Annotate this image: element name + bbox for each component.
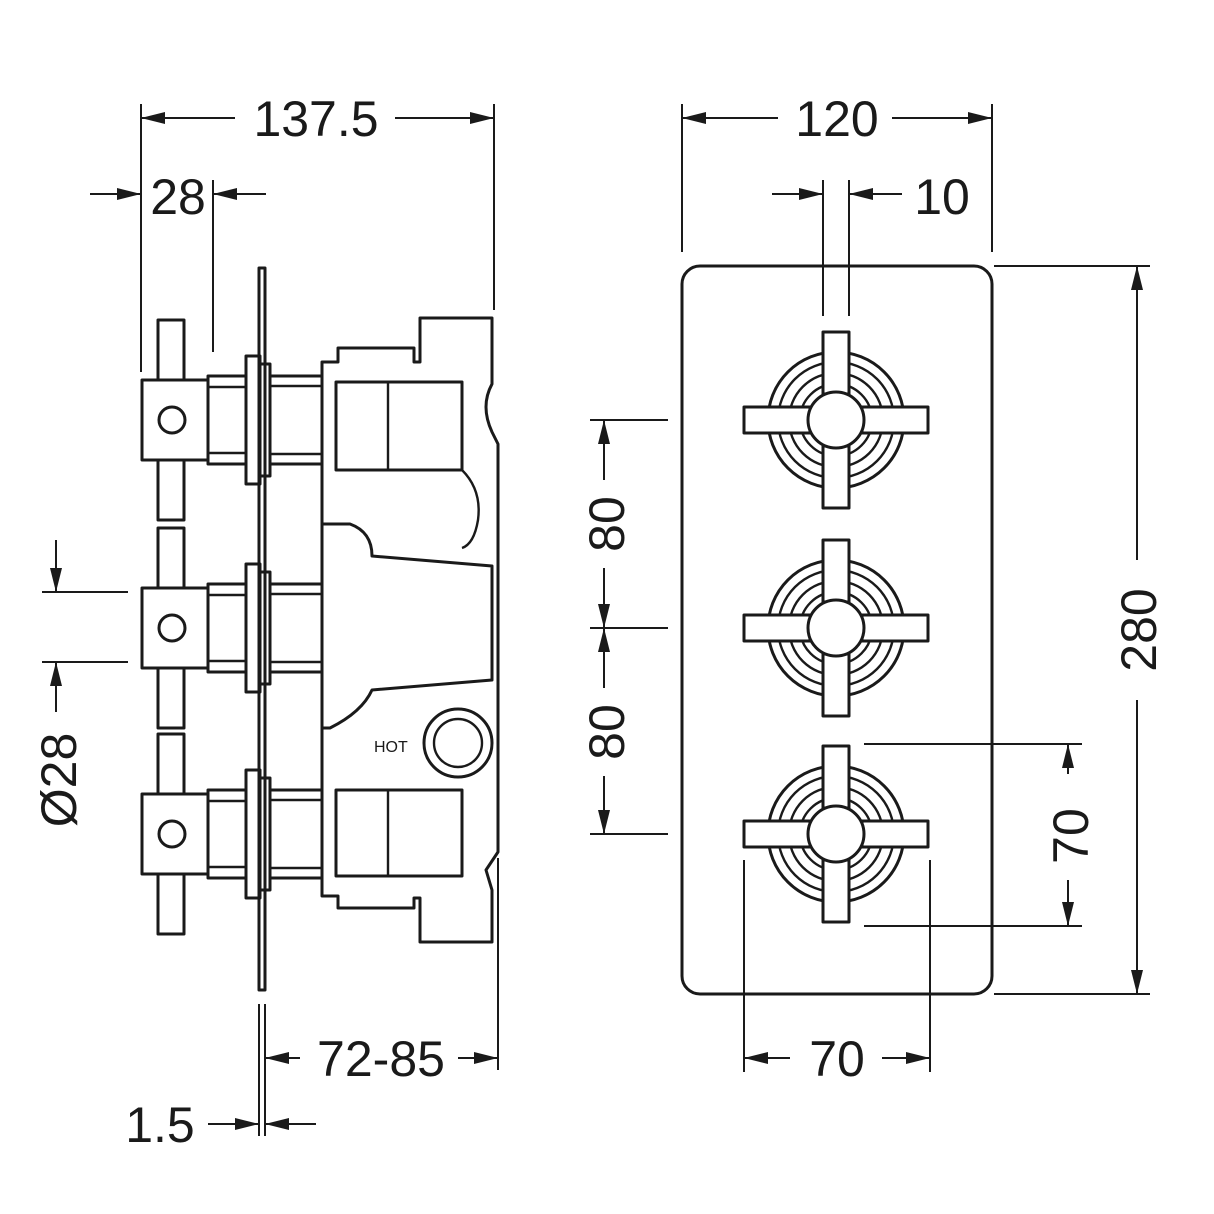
dim-label-handle-span-horizontal: 70 [809,1031,865,1087]
dim-label-handle-depth: 28 [150,169,206,225]
dim-label-lever-width: 10 [914,169,970,225]
cover-plate [257,266,267,992]
side-handle-middle [140,526,324,730]
dim-label-wall-depth: 72-85 [317,1031,445,1087]
front-handle-top [742,330,930,510]
dim-label-spacing-lower: 80 [579,704,635,760]
dim-plate-height: 280 [994,265,1167,995]
dim-label-handle-diameter: Ø28 [31,733,87,828]
front-plate [680,264,994,996]
front-handle-bottom [742,744,930,924]
upper-cartridge [334,380,464,472]
dim-label-plate-width: 120 [795,91,878,147]
dim-handle-diameter: Ø28 [31,540,128,827]
dim-plate-thickness: 1.5 [125,1004,316,1153]
side-handle-top [140,318,324,522]
dim-label-handle-span-vertical: 70 [1043,808,1099,864]
dim-label-overall-depth: 137.5 [253,91,378,147]
valve-body [320,316,500,944]
dim-handle-depth: 28 [90,169,266,352]
dim-label-plate-thickness: 1.5 [125,1097,195,1153]
hot-inlet [422,707,494,779]
dim-handle-span-vertical: 70 [864,743,1099,927]
dim-lever-width: 10 [772,169,970,316]
hot-label: HOT [374,739,408,756]
thermostatic-cartridge [320,522,494,730]
side-handle-bottom [140,732,324,936]
front-handle-middle [742,538,930,718]
lower-cartridge [334,788,464,878]
front-view: 120 10 280 [579,91,1167,1087]
side-view: HOT 137.5 28 [31,91,500,1153]
dim-label-spacing-upper: 80 [579,496,635,552]
dim-handle-span-horizontal: 70 [743,860,931,1087]
dim-label-plate-height: 280 [1111,588,1167,671]
dim-overall-depth: 137.5 [140,91,495,372]
dim-plate-width: 120 [681,91,993,252]
dim-wall-depth: 72-85 [264,858,499,1136]
dim-spacing: 80 80 [579,419,668,835]
